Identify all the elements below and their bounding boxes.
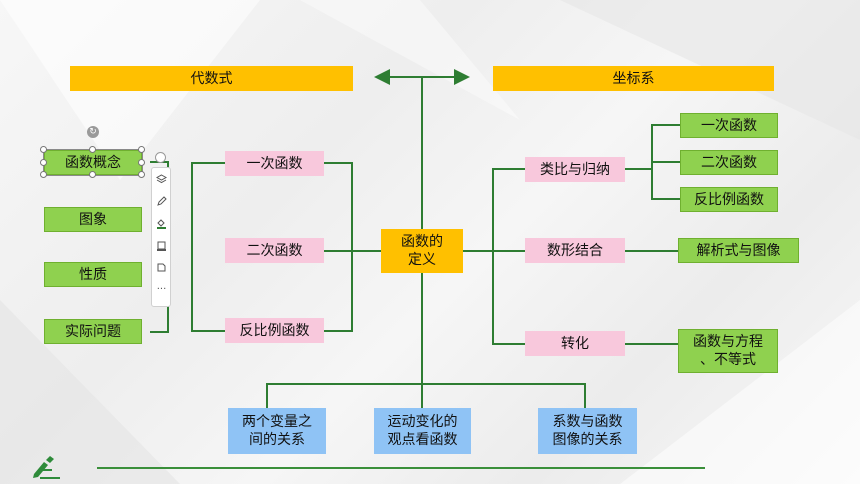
bottom-variable-relation: 两个变量之 间的关系 (228, 408, 326, 454)
left-item-real-problems: 实际问题 (44, 319, 142, 344)
center-line-2: 定义 (408, 252, 436, 268)
selection-handle[interactable] (89, 146, 96, 153)
transform-line-1: 函数与方程 (693, 334, 763, 350)
selection-handle[interactable] (40, 159, 47, 166)
bottom-motion-view: 运动变化的 观点看函数 (374, 408, 471, 454)
analogy-inverse-function: 反比例函数 (680, 187, 778, 212)
analogy-quadratic-function: 二次函数 (680, 150, 778, 175)
header-coordinate-system: 坐标系 (493, 66, 774, 91)
bottom-3-line-1: 系数与函数 (552, 414, 623, 430)
function-equation-inequality: 函数与方程 、不等式 (678, 329, 778, 373)
branch-transform: 转化 (525, 331, 625, 356)
inverse-proportional-function: 反比例函数 (225, 318, 324, 343)
floating-toolbar: ··· (151, 167, 171, 307)
branch-number-shape: 数形结合 (525, 238, 625, 263)
pen-icon[interactable] (154, 194, 169, 209)
center-function-definition: 函数的 定义 (381, 229, 463, 273)
left-item-properties: 性质 (44, 262, 142, 287)
selection-handle[interactable] (138, 146, 145, 153)
rotate-handle-icon[interactable]: ↻ (87, 126, 99, 138)
crop-icon[interactable] (154, 238, 169, 253)
bottom-3-line-2: 图像的关系 (552, 432, 623, 448)
more-icon[interactable]: ··· (156, 284, 167, 295)
selection-handle[interactable] (138, 159, 145, 166)
transform-line-2: 、不等式 (700, 352, 756, 368)
selection-handle[interactable] (40, 146, 47, 153)
formula-and-graph: 解析式与图像 (678, 238, 799, 263)
bottom-2-line-2: 观点看函数 (387, 432, 458, 448)
footer-divider (97, 467, 705, 469)
header-algebraic-expression: 代数式 (70, 66, 353, 91)
bottom-coefficient-graph: 系数与函数 图像的关系 (538, 408, 637, 454)
layers-icon[interactable] (154, 172, 169, 187)
bottom-2-line-1: 运动变化的 (387, 414, 458, 430)
pencil-logo-icon (33, 456, 60, 479)
linear-function: 一次函数 (225, 151, 324, 176)
branch-analogy-induction: 类比与归纳 (525, 157, 625, 182)
bottom-1-line-2: 间的关系 (249, 432, 305, 448)
center-line-1: 函数的 (401, 234, 443, 250)
selection-handle[interactable] (138, 171, 145, 178)
quadratic-function: 二次函数 (225, 238, 324, 263)
fill-icon[interactable] (154, 216, 169, 231)
style-icon[interactable] (154, 260, 169, 275)
selection-handle[interactable] (89, 171, 96, 178)
toolbar-collapse-icon[interactable] (155, 152, 166, 163)
left-item-graph: 图象 (44, 207, 142, 232)
bottom-1-line-1: 两个变量之 (242, 414, 312, 430)
analogy-linear-function: 一次函数 (680, 113, 778, 138)
selection-handle[interactable] (40, 171, 47, 178)
